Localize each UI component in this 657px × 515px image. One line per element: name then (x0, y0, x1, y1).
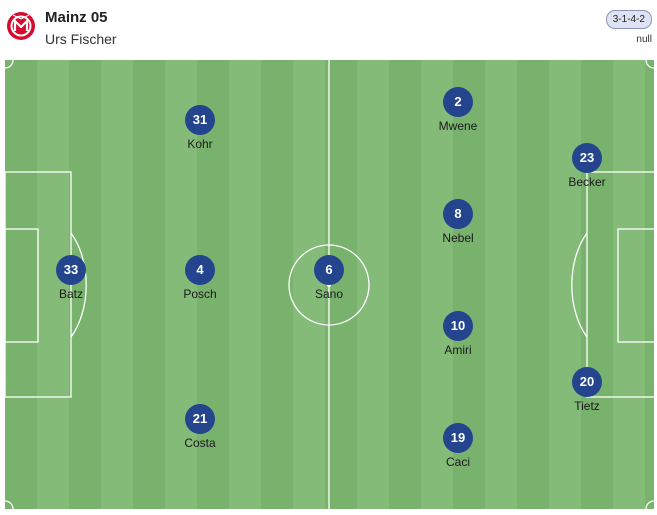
player-number[interactable]: 4 (185, 255, 215, 285)
player-batz[interactable]: 33 Batz (31, 255, 111, 301)
corner-arc-top-right (645, 60, 654, 69)
formation-badge: 3-1-4-2 (605, 10, 652, 29)
pitch: 33 Batz 4 Posch 31 Kohr 21 Costa 6 Sano … (5, 60, 654, 509)
corner-arc-top-left (5, 60, 14, 69)
player-name: Tietz (574, 399, 600, 413)
player-name: Kohr (187, 137, 213, 151)
player-name: Mwene (438, 119, 478, 133)
player-posch[interactable]: 4 Posch (160, 255, 240, 301)
player-number[interactable]: 21 (185, 404, 215, 434)
player-name: Nebel (442, 231, 474, 245)
player-name: Caci (445, 455, 470, 469)
left-goal-box (5, 228, 39, 343)
corner-arc-bottom-left (5, 500, 14, 509)
player-number[interactable]: 33 (56, 255, 86, 285)
player-name: Amiri (444, 343, 472, 357)
coach-name: Urs Fischer (45, 31, 117, 47)
player-costa[interactable]: 21 Costa (160, 404, 240, 450)
right-penalty-arc (571, 232, 588, 338)
player-nebel[interactable]: 8 Nebel (418, 199, 498, 245)
right-penalty-box (586, 171, 654, 398)
extra-info: null (636, 34, 652, 45)
player-caci[interactable]: 19 Caci (418, 423, 498, 469)
player-kohr[interactable]: 31 Kohr (160, 105, 240, 151)
player-number[interactable]: 31 (185, 105, 215, 135)
player-number[interactable]: 10 (443, 311, 473, 341)
player-number[interactable]: 19 (443, 423, 473, 453)
player-name: Posch (183, 287, 217, 301)
player-number[interactable]: 20 (572, 367, 602, 397)
mainz-05-crest-icon (7, 12, 35, 40)
corner-arc-bottom-right (645, 500, 654, 509)
player-name: Sano (314, 287, 344, 301)
player-number[interactable]: 6 (314, 255, 344, 285)
player-mwene[interactable]: 2 Mwene (418, 87, 498, 133)
player-name: Becker (568, 175, 606, 189)
right-goal-box (617, 228, 654, 343)
player-tietz[interactable]: 20 Tietz (547, 367, 627, 413)
player-name: Costa (184, 436, 216, 450)
player-amiri[interactable]: 10 Amiri (418, 311, 498, 357)
player-number[interactable]: 8 (443, 199, 473, 229)
center-circle (288, 244, 370, 326)
player-number[interactable]: 23 (572, 143, 602, 173)
team-name: Mainz 05 (45, 9, 108, 26)
player-sano[interactable]: 6 Sano (289, 255, 369, 301)
team-header: Mainz 05 Urs Fischer 3-1-4-2 null (0, 0, 657, 60)
player-name: Batz (58, 287, 83, 301)
player-number[interactable]: 2 (443, 87, 473, 117)
player-becker[interactable]: 23 Becker (547, 143, 627, 189)
left-penalty-arc (70, 232, 87, 338)
